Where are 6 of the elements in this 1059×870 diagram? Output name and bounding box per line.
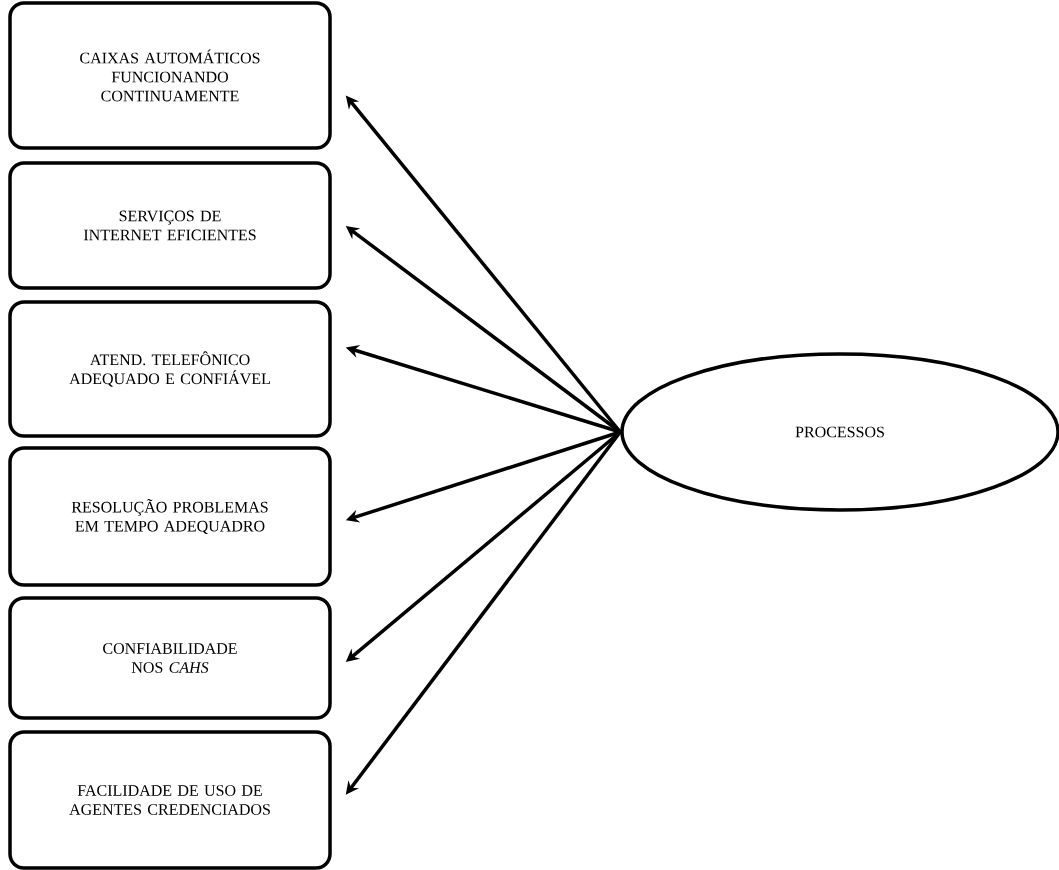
text-box: RESOLUÇÃO PROBLEMAS EM TEMPO ADEQUADRO	[8, 446, 332, 587]
text-box: CAIXAS AUTOMÁTICOS FUNCIONANDO CONTINUAMENTE	[8, 1, 332, 150]
text-box: FACILIDADE DE USO DE AGENTES CREDENCIADOS	[8, 730, 332, 870]
text-box: CONFIABILIDADE NOS CAHS	[8, 596, 332, 720]
text-box: SERVIÇOS DE INTERNET EFICIENTES	[8, 161, 332, 290]
text-box: ATEND. TELEFÔNICO ADEQUADO E CONFIÁVEL	[8, 300, 332, 438]
